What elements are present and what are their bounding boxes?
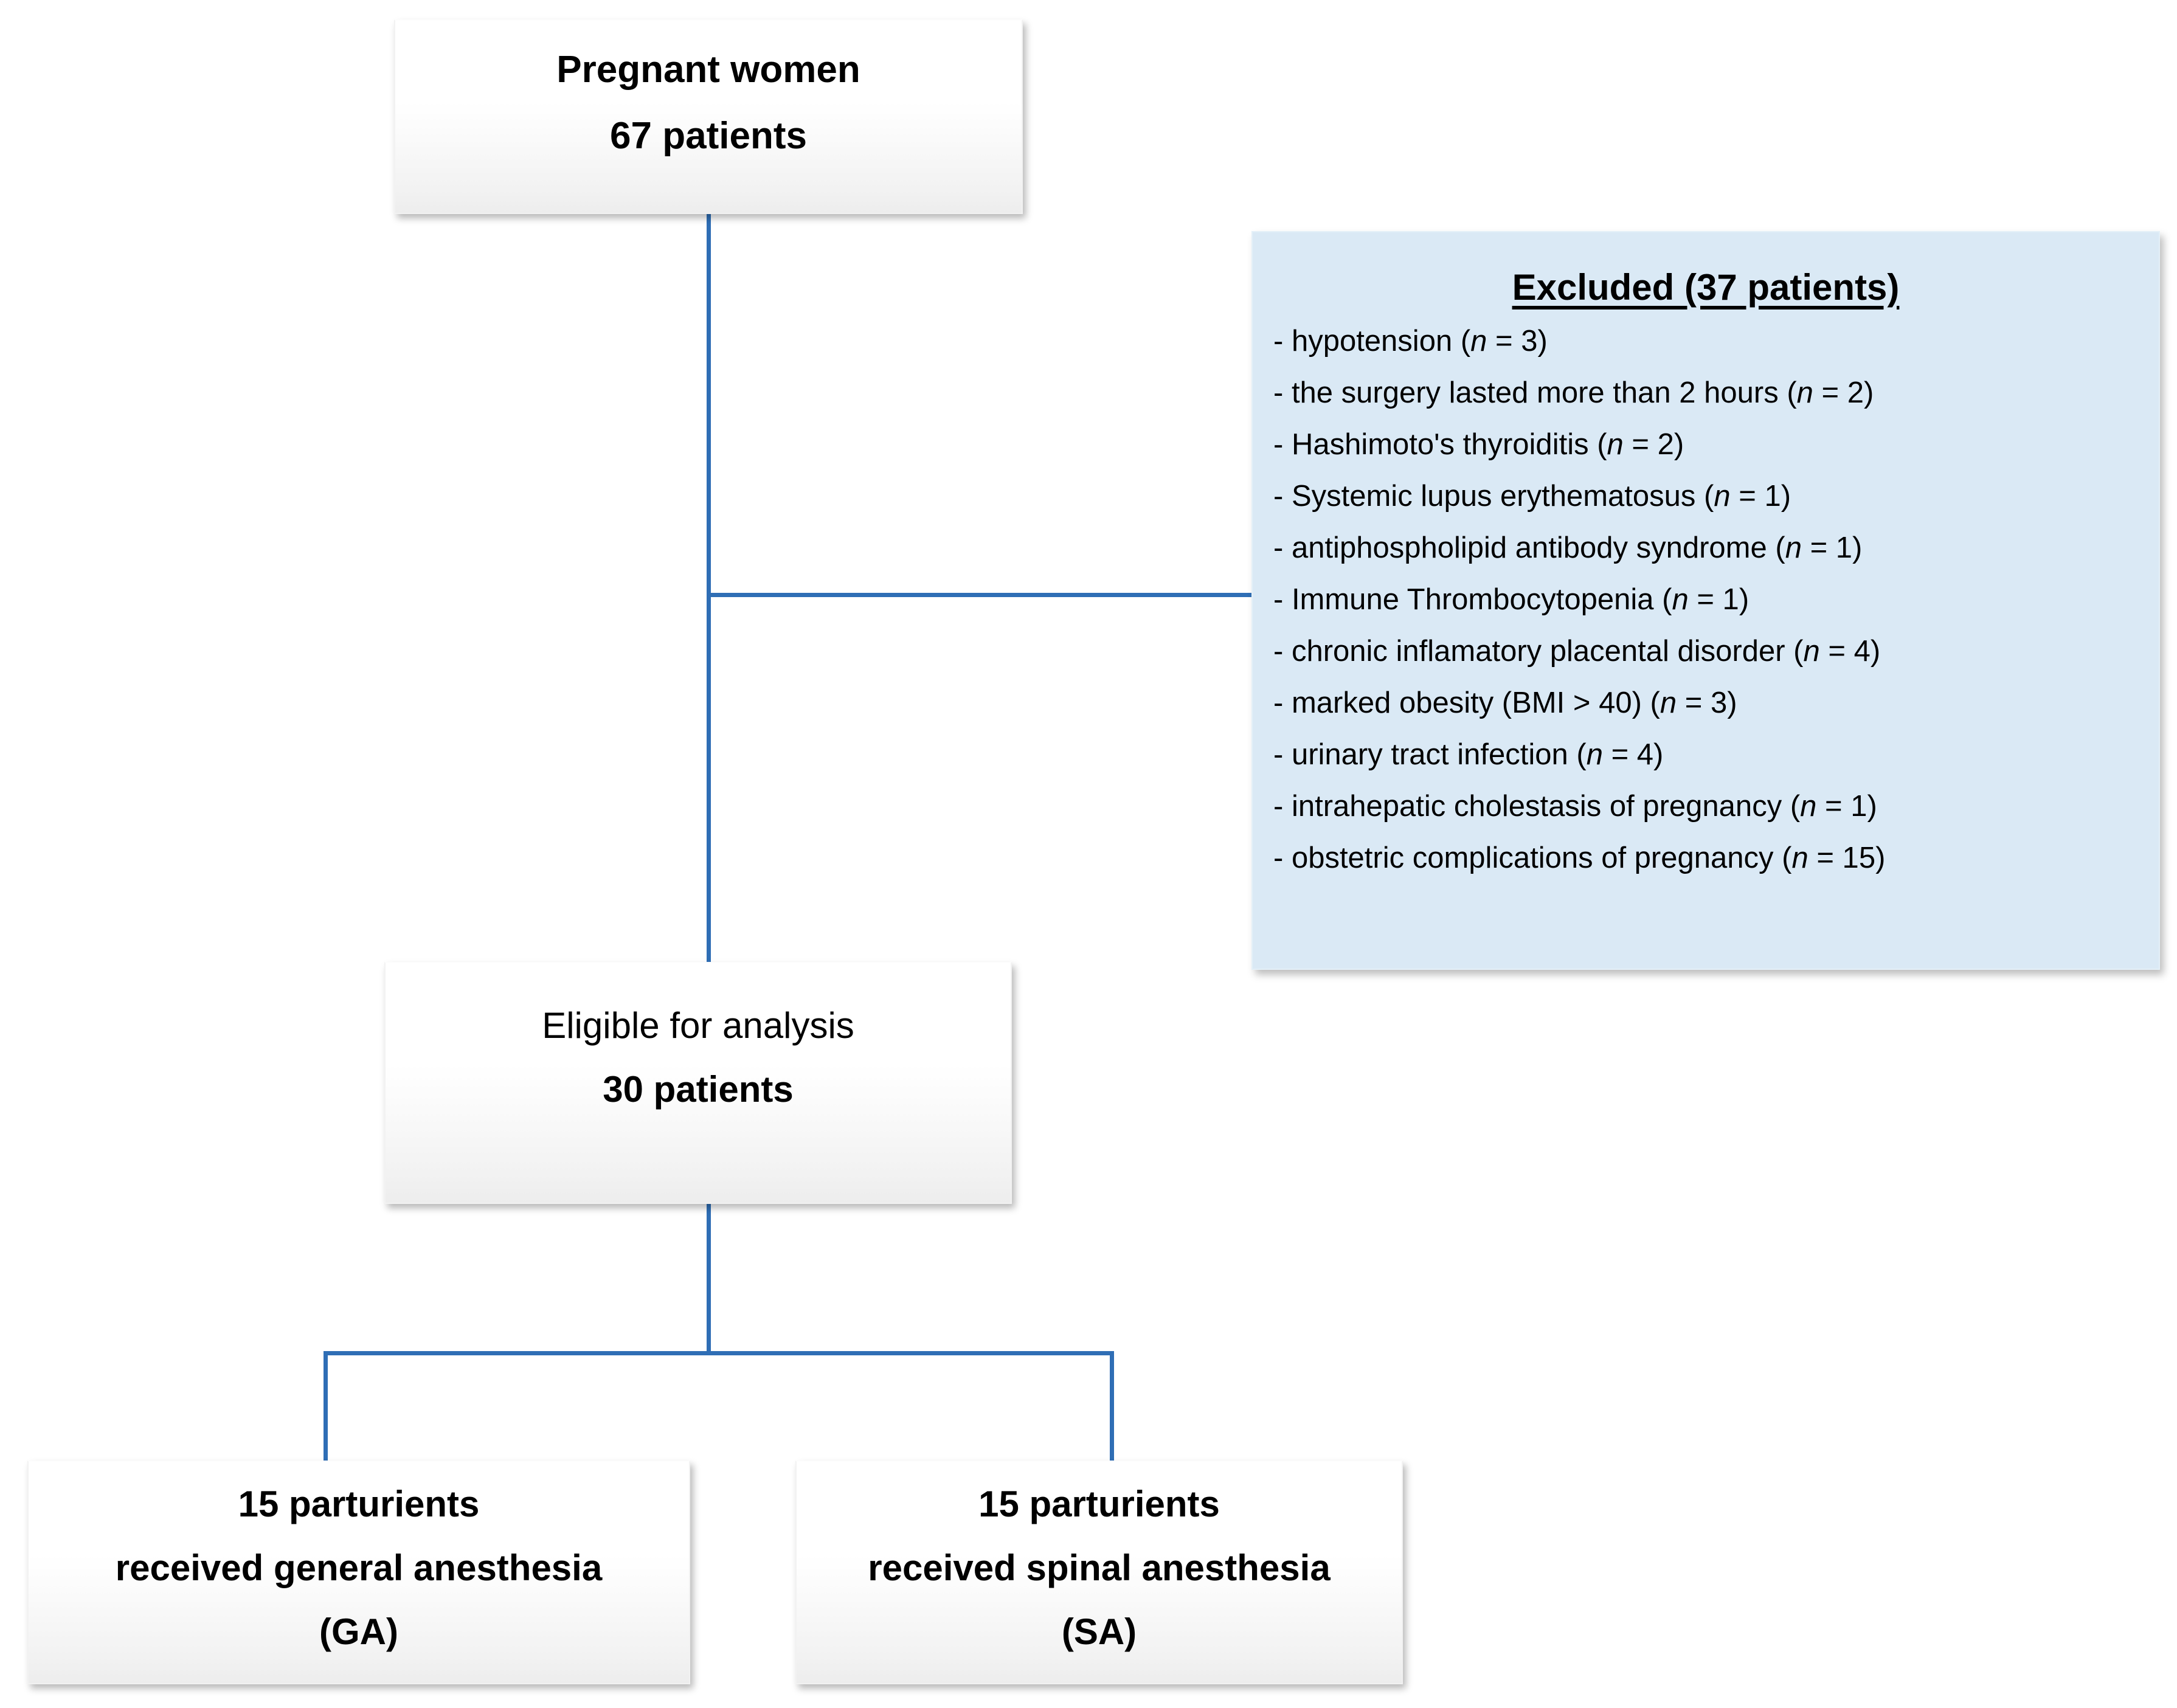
excluded-reason-item: - marked obesity (BMI > 40) (n = 3): [1273, 688, 2138, 718]
excluded-reason-n-symbol: n: [1660, 686, 1677, 719]
excluded-reason-item: - chronic inflamatory placental disorder…: [1273, 637, 2138, 666]
excluded-reason-bullet: -: [1273, 428, 1292, 461]
excluded-reason-n-open: (: [1662, 583, 1672, 616]
connector-top-to-eligible: [707, 213, 711, 963]
excluded-reason-label: Systemic lupus erythematosus: [1291, 480, 1705, 513]
connector-to-excluded-box: [707, 593, 1254, 597]
excluded-reason-bullet: -: [1273, 842, 1292, 874]
excluded-reason-bullet: -: [1273, 738, 1292, 771]
excluded-reason-bullet: -: [1273, 376, 1292, 409]
excluded-reason-n-value: = 2): [1813, 376, 1874, 409]
excluded-reason-n-symbol: n: [1785, 531, 1802, 564]
excluded-reason-label: intrahepatic cholestasis of pregnancy: [1291, 790, 1790, 823]
excluded-reason-n-value: = 15): [1808, 842, 1886, 874]
excluded-reason-label: chronic inflamatory placental disorder: [1291, 635, 1794, 668]
node-pregnant-women-line2: 67 patients: [610, 115, 807, 157]
excluded-reason-n-open: (: [1704, 480, 1714, 513]
excluded-reason-n-value: = 4): [1602, 738, 1664, 771]
excluded-reason-n-symbol: n: [1796, 376, 1813, 409]
node-pregnant-women: Pregnant women 67 patients: [394, 19, 1023, 214]
excluded-reason-n-value: = 1): [1816, 790, 1877, 823]
node-ga-line1: 15 parturients: [238, 1483, 480, 1524]
excluded-reason-n-value: = 3): [1677, 686, 1737, 719]
excluded-reason-bullet: -: [1273, 531, 1292, 564]
excluded-reason-item: - intrahepatic cholestasis of pregnancy …: [1273, 792, 2138, 821]
excluded-reason-n-open: (: [1782, 842, 1792, 874]
excluded-reason-bullet: -: [1273, 480, 1292, 513]
excluded-reason-n-symbol: n: [1672, 583, 1689, 616]
excluded-reason-n-symbol: n: [1714, 480, 1731, 513]
node-spinal-anesthesia: 15 parturients received spinal anesthesi…: [795, 1461, 1403, 1684]
excluded-reason-item: - Hashimoto's thyroiditis (n = 2): [1273, 430, 2138, 460]
node-general-anesthesia: 15 parturients received general anesthes…: [27, 1461, 690, 1684]
connector-split-to-ga: [324, 1351, 328, 1462]
excluded-reason-n-value: = 3): [1487, 325, 1548, 358]
node-ga-line3: (GA): [319, 1611, 398, 1652]
excluded-reason-label: marked obesity (BMI > 40): [1291, 686, 1650, 719]
excluded-reason-n-open: (: [1460, 325, 1471, 358]
excluded-reason-bullet: -: [1273, 686, 1292, 719]
node-sa-line1: 15 parturients: [978, 1483, 1220, 1524]
excluded-reason-n-open: (: [1775, 531, 1785, 564]
excluded-reason-n-symbol: n: [1791, 842, 1808, 874]
node-ga-line2: received general anesthesia: [115, 1547, 603, 1588]
excluded-reason-n-value: = 4): [1819, 635, 1881, 668]
excluded-reason-label: Hashimoto's thyroiditis: [1291, 428, 1597, 461]
excluded-reason-item: - obstetric complications of pregnancy (…: [1273, 843, 2138, 873]
node-eligible-line2: 30 patients: [603, 1069, 794, 1110]
connector-split-to-sa: [1110, 1351, 1114, 1462]
excluded-reason-bullet: -: [1273, 325, 1292, 358]
node-excluded-box: Excluded (37 patients) - hypotension (n …: [1251, 231, 2160, 970]
excluded-reason-n-open: (: [1597, 428, 1607, 461]
excluded-reason-n-symbol: n: [1470, 325, 1487, 358]
excluded-reason-n-value: = 1): [1730, 480, 1791, 513]
excluded-reason-label: the surgery lasted more than 2 hours: [1291, 376, 1787, 409]
excluded-reason-n-open: (: [1793, 635, 1804, 668]
excluded-reason-n-open: (: [1790, 790, 1801, 823]
excluded-reason-bullet: -: [1273, 635, 1292, 668]
excluded-reason-label: urinary tract infection: [1291, 738, 1577, 771]
node-sa-line3: (SA): [1061, 1611, 1137, 1652]
excluded-reason-n-symbol: n: [1803, 635, 1820, 668]
excluded-reason-item: - antiphospholipid antibody syndrome (n …: [1273, 533, 2138, 563]
excluded-reason-bullet: -: [1273, 583, 1292, 616]
excluded-reason-n-open: (: [1650, 686, 1660, 719]
excluded-reason-label: antiphospholipid antibody syndrome: [1291, 531, 1776, 564]
excluded-title: Excluded (37 patients): [1512, 267, 1900, 308]
excluded-reason-item: - hypotension (n = 3): [1273, 327, 2138, 356]
excluded-reason-label: hypotension: [1291, 325, 1461, 358]
excluded-reason-label: obstetric complications of pregnancy: [1291, 842, 1782, 874]
excluded-reason-n-symbol: n: [1607, 428, 1624, 461]
excluded-reason-n-symbol: n: [1800, 790, 1817, 823]
excluded-reason-item: - Immune Thrombocytopenia (n = 1): [1273, 585, 2138, 615]
excluded-reason-item: - the surgery lasted more than 2 hours (…: [1273, 378, 2138, 408]
excluded-reason-n-value: = 1): [1801, 531, 1863, 564]
node-pregnant-women-line1: Pregnant women: [556, 48, 860, 91]
excluded-reason-n-open: (: [1787, 376, 1797, 409]
excluded-reason-bullet: -: [1273, 790, 1292, 823]
connector-split-bar: [324, 1351, 1114, 1355]
excluded-reason-label: Immune Thrombocytopenia: [1291, 583, 1663, 616]
node-eligible-for-analysis: Eligible for analysis 30 patients: [384, 962, 1012, 1204]
node-sa-line2: received spinal anesthesia: [868, 1547, 1331, 1588]
excluded-reason-n-symbol: n: [1586, 738, 1603, 771]
excluded-reason-item: - urinary tract infection (n = 4): [1273, 740, 2138, 770]
node-eligible-line1: Eligible for analysis: [542, 1005, 854, 1046]
excluded-reason-n-open: (: [1576, 738, 1587, 771]
excluded-reason-n-value: = 2): [1623, 428, 1684, 461]
excluded-reason-item: - Systemic lupus erythematosus (n = 1): [1273, 482, 2138, 511]
excluded-reason-list: - hypotension (n = 3)- the surgery laste…: [1273, 327, 2138, 873]
excluded-reason-n-value: = 1): [1688, 583, 1750, 616]
connector-eligible-to-split: [707, 1203, 711, 1355]
